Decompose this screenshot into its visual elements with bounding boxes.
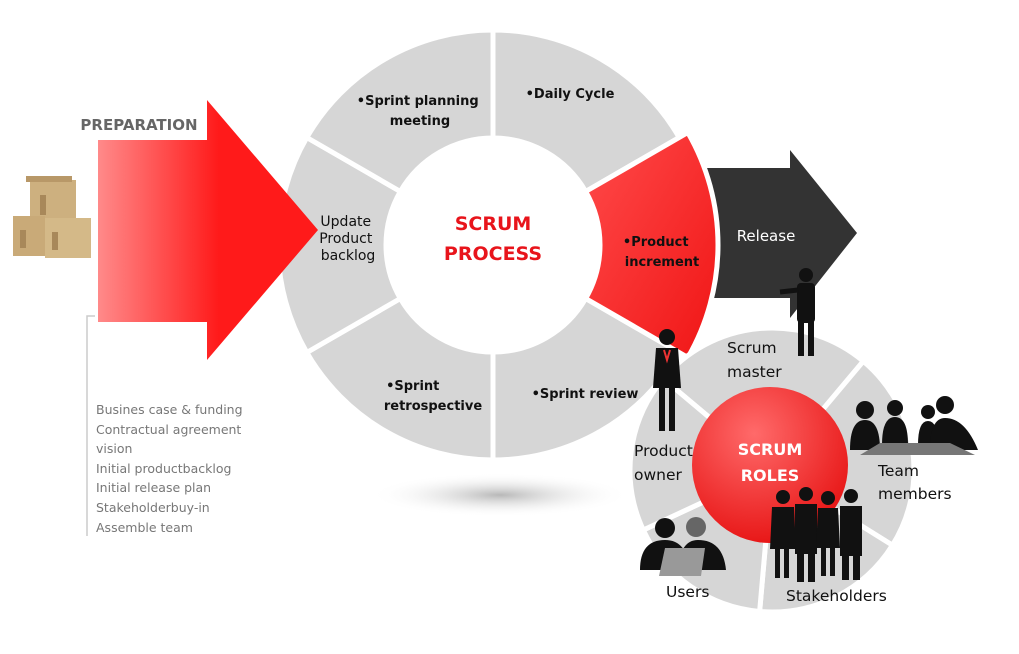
prep-item: Contractual agreement (96, 422, 241, 437)
label-line: •Sprint (386, 379, 439, 394)
boxes-icon (13, 176, 91, 258)
label-line: •Product (623, 235, 689, 250)
segment-update-product-backlog (275, 134, 404, 356)
product-owner-silhouette-icon (653, 329, 681, 431)
role-label-scrum-master: Scrum master (727, 339, 782, 381)
team-members-silhouette-icon (850, 396, 978, 455)
role-label-users: Users (666, 583, 709, 601)
label-line: increment (625, 255, 699, 270)
label-line: Update (320, 214, 371, 230)
prep-item: vision (96, 441, 132, 456)
prep-item: Busines case & funding (96, 402, 243, 417)
segment-label-planning: •Sprint planning meeting (357, 94, 483, 129)
label-line: owner (634, 466, 683, 484)
prep-item: Stakeholderbuy-in (96, 500, 210, 515)
segment-label-increment: •Product increment (623, 235, 699, 270)
preparation-title: PREPARATION (80, 116, 197, 134)
label-line: master (727, 363, 782, 381)
role-label-product-owner: Product owner (634, 442, 698, 484)
wheel-shadow (370, 473, 630, 517)
roles-title-line1: SCRUM (738, 440, 803, 459)
segment-product-increment-shape (582, 129, 721, 361)
users-silhouette-icon (640, 517, 726, 576)
segment-label-retro: •Sprint retrospective (384, 379, 482, 414)
segment-product-increment (582, 129, 721, 361)
stakeholders-silhouette-icon (770, 487, 862, 582)
scrum-process-wheel (275, 27, 683, 463)
label-line: Team (877, 462, 919, 480)
segment-sprint-retrospective (303, 295, 496, 463)
process-title-line2: PROCESS (444, 243, 542, 265)
segment-label-update: Update Product backlog (319, 214, 377, 264)
preparation-list: Busines case & funding Contractual agree… (96, 402, 243, 535)
prep-item: Initial release plan (96, 480, 211, 495)
segment-label-review: •Sprint review (532, 387, 639, 402)
segment-daily-cycle (490, 27, 683, 195)
label-line: Scrum (727, 339, 777, 357)
label-line: •Sprint planning (357, 94, 479, 109)
label-line: backlog (321, 248, 376, 264)
label-line: retrospective (384, 399, 482, 414)
label-line: Product (634, 442, 693, 460)
segment-sprint-planning (303, 27, 496, 195)
prep-item: Initial productbacklog (96, 461, 231, 476)
release-arrow (700, 150, 857, 318)
process-title-line1: SCRUM (455, 213, 532, 235)
prep-item: Assemble team (96, 520, 193, 535)
roles-title-line2: ROLES (741, 466, 800, 485)
role-label-stakeholders: Stakeholders (786, 587, 887, 605)
segment-sprint-review (490, 295, 683, 463)
preparation-connector-line (86, 315, 95, 536)
label-line: members (878, 485, 952, 503)
label-line: meeting (390, 114, 450, 129)
role-label-team-members: Team members (877, 462, 952, 503)
scrum-master-silhouette-icon (779, 268, 815, 356)
preparation-arrow (98, 100, 318, 360)
release-label: Release (737, 227, 796, 245)
label-line: Product (319, 231, 373, 247)
segment-label-daily: •Daily Cycle (526, 87, 615, 102)
